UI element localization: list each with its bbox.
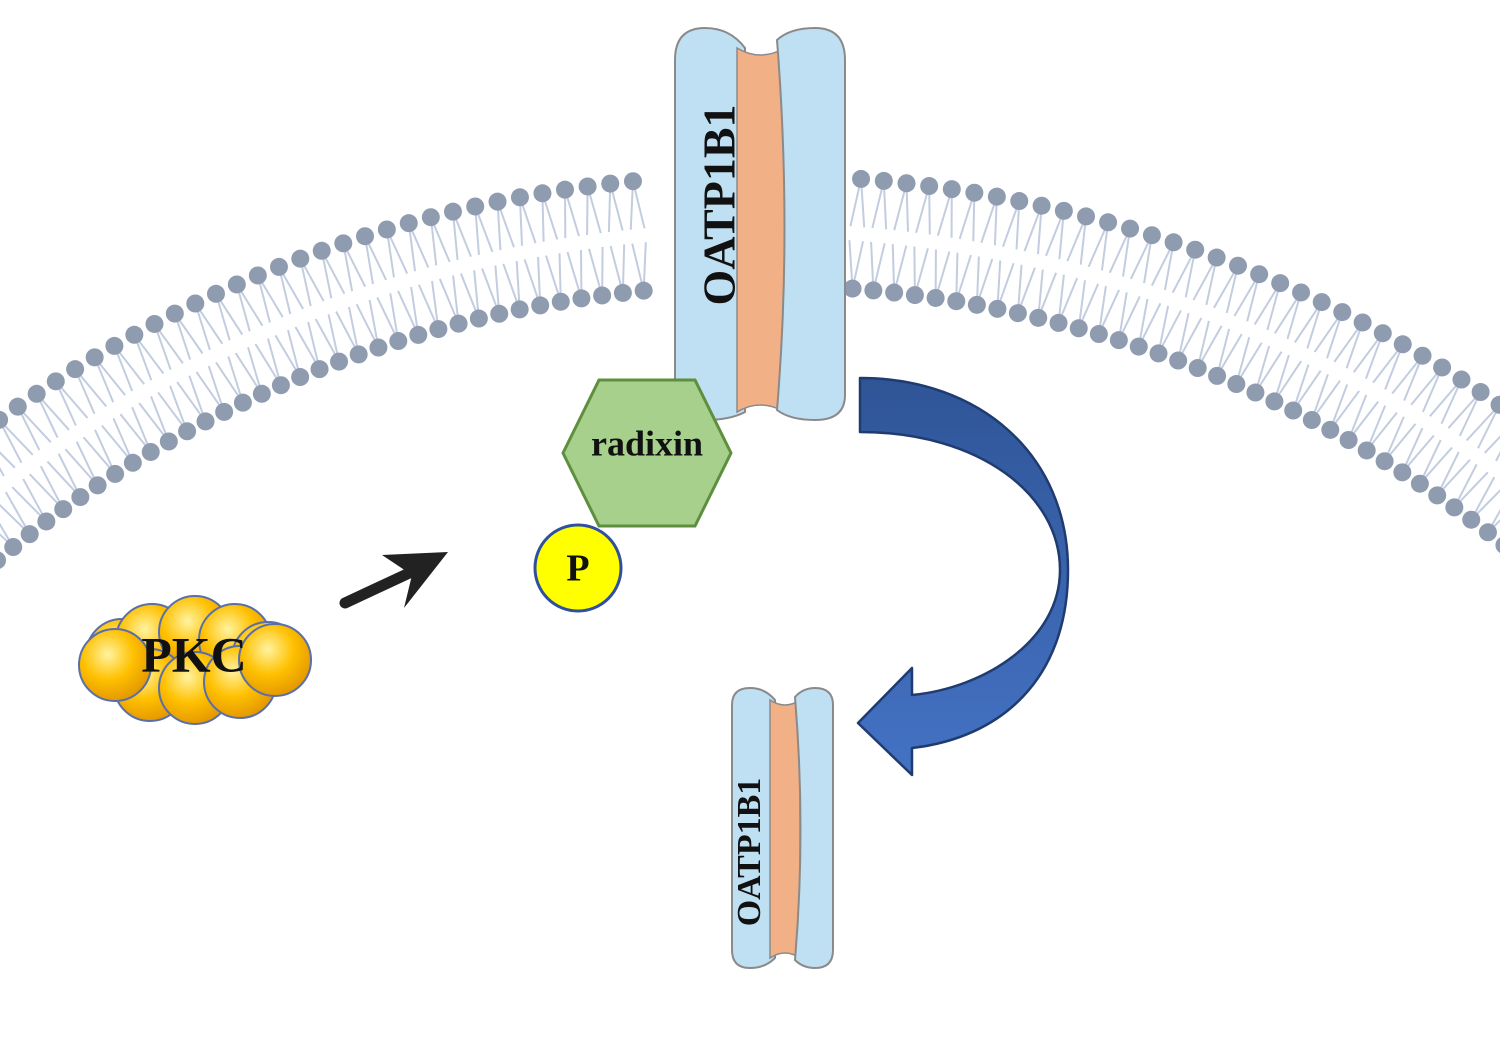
oatp1b1-label: OATP1B1 <box>694 104 745 305</box>
internalized-core <box>769 698 801 960</box>
radixin-protein: radixin <box>561 378 733 528</box>
lipid-heads <box>0 169 1500 569</box>
phosphate-group: P <box>533 523 623 613</box>
transporter-right-subunit <box>775 26 846 422</box>
lipid-bilayer-membrane <box>0 169 1500 569</box>
activation-arrow <box>339 552 448 609</box>
radixin-label: radixin <box>591 423 703 463</box>
internalized-left-subunit <box>731 686 776 970</box>
phosphate-circle <box>533 523 623 613</box>
oatp1b1-internalized-transporter: OATP1B1 <box>731 686 834 970</box>
pkc-label: PKC <box>141 626 247 682</box>
pkc-kinase-cluster: PKC <box>78 595 312 725</box>
internalized-oatp1b1-label: OATP1B1 <box>731 778 768 927</box>
radixin-hexagon <box>561 378 733 528</box>
phosphate-label: P <box>566 548 589 590</box>
pkc-beads <box>78 595 312 725</box>
activation-arrowhead <box>382 552 448 608</box>
oatp1b1-membrane-transporter: OATP1B1 <box>674 26 846 422</box>
internalized-right-subunit <box>793 686 834 970</box>
internalization-arrow <box>856 376 1070 777</box>
internalization-arrow-body <box>856 376 1070 777</box>
